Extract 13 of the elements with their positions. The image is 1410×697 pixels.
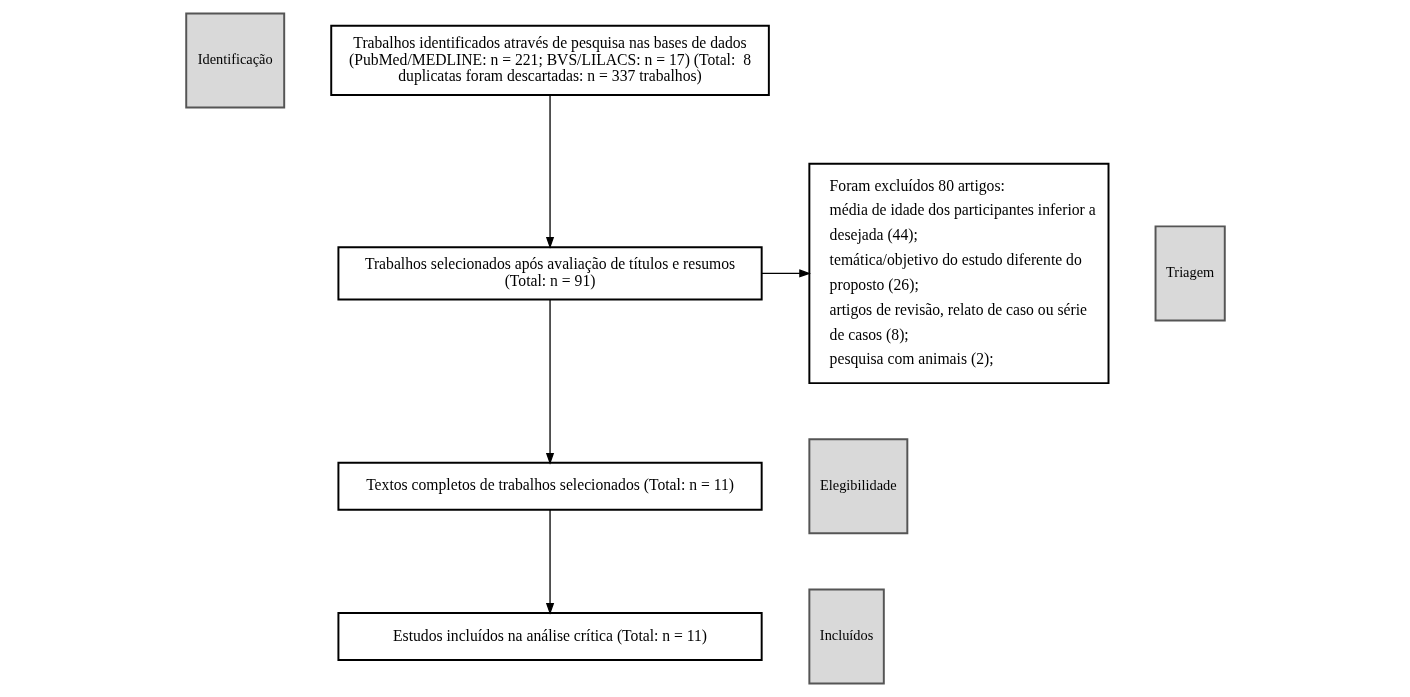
node-box: Trabalhos identificados através de pesquisa nas bases de dados (PubMed/MEDLINE: n = 221; BVS/LILACS: n = 17) (Total: 8 duplicatas foram descartadas: n = 337 trabalhos): [329, 24, 770, 97]
node-box: Estudos incluídos na análise crítica (Total: n = 11): [336, 612, 763, 662]
arrow: [545, 94, 554, 249]
node-box: Identificação: [184, 12, 285, 109]
node-box: Trabalhos selecionados após avaliação de títulos e resumos (Total: n = 91): [336, 246, 763, 301]
node-box: Elegibilidade: [807, 438, 908, 535]
arrow: [545, 509, 554, 615]
node-box: Foram excluídos 80 artigos: média de idade dos participantes inferior a desejada (44); temática/objetivo do estudo diferente do proposto (26); artigos de revisão, relato de caso ou série de casos (8); pesquisa com animais (2);: [807, 162, 1109, 385]
arrow: [545, 299, 554, 465]
node-box: Incluídos: [807, 588, 885, 685]
node-box: Textos completos de trabalhos selecionados (Total: n = 11): [336, 461, 763, 511]
node-box: Triagem: [1154, 225, 1226, 322]
arrow: [760, 269, 811, 278]
